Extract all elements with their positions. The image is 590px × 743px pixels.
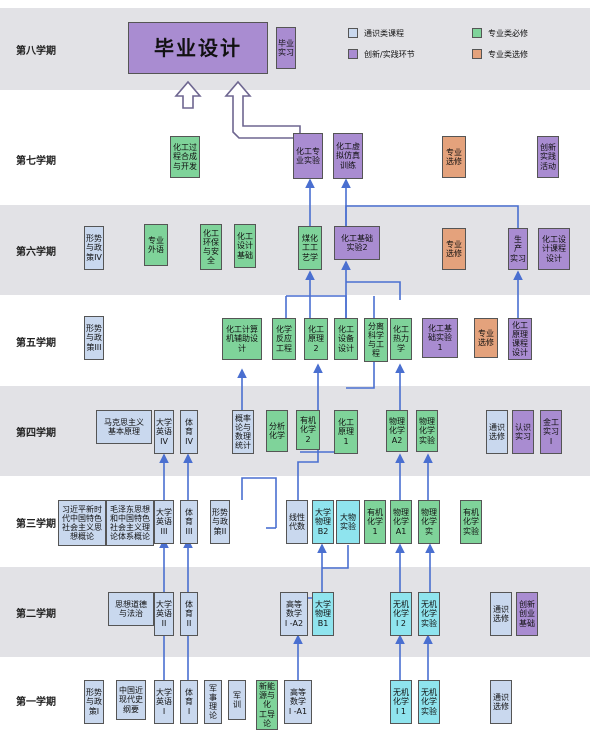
course-xi-thought[interactable]: 习近平新时 代中国特色 社会主义思 想概论 (58, 500, 106, 546)
course-reaction-engineering[interactable]: 化学 反应 工程 (272, 318, 296, 360)
course-pe-2[interactable]: 体 育 II (180, 592, 198, 636)
semester-label-4: 第四学期 (16, 427, 56, 439)
course-general-elective-2[interactable]: 通识 选修 (490, 592, 512, 636)
course-organic-1[interactable]: 有机 化学1 (364, 500, 386, 544)
course-modern-history[interactable]: 中国近 现代史 纲要 (116, 680, 146, 720)
course-physics-b2[interactable]: 大学 物理 B2 (312, 500, 334, 544)
legend-swatch-elective (472, 49, 482, 59)
course-inorganic-experiment-1[interactable]: 无机 化学 实验 (418, 680, 440, 724)
semester-label-3: 第三学期 (16, 518, 56, 530)
course-pe-3[interactable]: 体 育 III (180, 500, 198, 544)
hollow-arrow-synth (174, 80, 202, 109)
course-probability[interactable]: 概率 论与 数理 统计 (232, 410, 254, 454)
course-physchem-experiment-3[interactable]: 物理 化学 实 (418, 500, 440, 544)
course-principles-project[interactable]: 化工 原理 课程 设计 (508, 318, 532, 360)
legend-swatch-practice (348, 49, 358, 59)
course-mao-thought[interactable]: 毛泽东思想 和中国特色 社会主义理 论体系概论 (106, 500, 154, 546)
course-inorganic-experiment-2[interactable]: 无机 化学 实验 (418, 592, 440, 636)
legend-label-practice: 创新/实践环节 (364, 50, 415, 59)
legend-label-required: 专业类必修 (488, 29, 528, 38)
course-metalwork-practice[interactable]: 金工 实习 I (540, 410, 562, 454)
course-physics-b1[interactable]: 大学 物理 B1 (312, 592, 334, 636)
course-virtual-simulation[interactable]: 化工虚 拟仿真 训练 (333, 133, 363, 179)
course-english-4[interactable]: 大学 英语 IV (154, 410, 174, 454)
course-coal-chemical[interactable]: 煤化 工工 艺学 (298, 226, 322, 270)
course-policy-4[interactable]: 形势 与政 策IV (84, 226, 104, 270)
course-organic-2[interactable]: 有机 化学2 (296, 410, 320, 450)
course-policy-3[interactable]: 形势 与政 策III (84, 316, 104, 360)
course-math-a2[interactable]: 高等 数学 I -A2 (280, 592, 308, 636)
course-thermodynamics[interactable]: 化工 热力 学 (390, 318, 412, 360)
course-physical-chemistry-a2[interactable]: 物理 化学 A2 (386, 410, 408, 452)
course-general-elective-1[interactable]: 通识 选修 (490, 680, 512, 724)
course-inorganic-2[interactable]: 无机 化学 I 2 (390, 592, 412, 636)
course-pe-1[interactable]: 体 育 I (180, 680, 198, 724)
course-organic-experiment[interactable]: 有机 化学 实验 (460, 500, 482, 544)
course-pe-4[interactable]: 体 育 IV (180, 410, 198, 454)
course-policy-2[interactable]: 形势 与政 策II (210, 500, 230, 544)
course-military-theory[interactable]: 军 事理 论 (204, 680, 222, 724)
course-inorganic-1[interactable]: 无机 化学 I 1 (390, 680, 412, 724)
semester-label-5: 第五学期 (16, 337, 56, 349)
course-analytical-chemistry[interactable]: 分析 化学 (266, 410, 288, 452)
course-design-project[interactable]: 化工设 计课程 设计 (538, 228, 570, 270)
legend-label-general: 通识类课程 (364, 29, 404, 38)
course-new-energy-intro[interactable]: 新能 源与化 工导 论 (256, 680, 278, 730)
hollow-arrow-exp (224, 80, 301, 139)
course-marxism[interactable]: 马克思主义 基本原理 (96, 410, 152, 444)
course-principles-1[interactable]: 化工 原理 1 (334, 410, 358, 454)
course-policy-1[interactable]: 形势 与政 策I (84, 680, 104, 724)
course-cad[interactable]: 化工计算 机辅助设 计 (222, 318, 262, 360)
course-physical-chemistry-a1[interactable]: 物理 化学 A1 (390, 500, 412, 544)
course-elective-7[interactable]: 专业 选修 (442, 136, 466, 178)
course-morality-law[interactable]: 思想道德 与法治 (108, 592, 154, 626)
course-professional-english[interactable]: 专业 外语 (144, 224, 168, 266)
course-physchem-experiment-4[interactable]: 物理 化学 实验 (416, 410, 438, 452)
course-linear-algebra[interactable]: 线性 代数 (286, 500, 308, 544)
course-basic-experiment-1[interactable]: 化工基 础实验 1 (422, 318, 458, 358)
course-general-elective-4[interactable]: 通识 选修 (486, 410, 508, 454)
course-process-synthesis[interactable]: 化工过 程合成 与开发 (170, 136, 200, 178)
course-environment-safety[interactable]: 化工 环保 与安 全 (200, 224, 222, 270)
course-graduation-internship[interactable]: 毕业 实习 (276, 27, 296, 69)
semester-label-1: 第一学期 (16, 696, 56, 708)
course-separation-science[interactable]: 分离 科学 与工 程 (364, 318, 388, 362)
course-principles-2[interactable]: 化工 原理 2 (304, 318, 328, 360)
legend-swatch-required (472, 28, 482, 38)
course-military-training[interactable]: 军 训 (228, 680, 246, 720)
course-cognition-practice[interactable]: 认识 实习 (512, 410, 534, 454)
course-english-2[interactable]: 大学 英语 II (154, 592, 174, 636)
course-english-3[interactable]: 大学 英语 III (154, 500, 174, 544)
semester-label-2: 第二学期 (16, 608, 56, 620)
semester-label-8: 第八学期 (16, 45, 56, 57)
course-basic-experiment-2[interactable]: 化工基础 实验2 (334, 226, 380, 260)
course-design-basics[interactable]: 化工 设计 基础 (234, 224, 256, 268)
legend-swatch-general (348, 28, 358, 38)
legend-label-elective: 专业类选修 (488, 50, 528, 59)
course-physics-experiment[interactable]: 大物 实验 (336, 500, 360, 544)
course-innovation-practice[interactable]: 创新 实践 活动 (537, 136, 559, 178)
course-production-practice[interactable]: 生 产 实习 (508, 228, 528, 270)
course-entrepreneurship[interactable]: 创新 创业 基础 (516, 592, 538, 636)
course-graduation-design[interactable]: 毕业设计 (128, 22, 268, 74)
semester-label-6: 第六学期 (16, 246, 56, 258)
course-english-1[interactable]: 大学 英语 I (154, 680, 174, 724)
semester-label-7: 第七学期 (16, 155, 56, 167)
course-elective-5[interactable]: 专业 选修 (474, 318, 498, 358)
course-math-a1[interactable]: 高等 数学 I -A1 (284, 680, 312, 724)
course-elective-6[interactable]: 专业 选修 (442, 228, 466, 270)
course-equipment-design[interactable]: 化工 设备 设计 (334, 318, 358, 360)
course-professional-experiment[interactable]: 化工专 业实验 (293, 133, 323, 179)
